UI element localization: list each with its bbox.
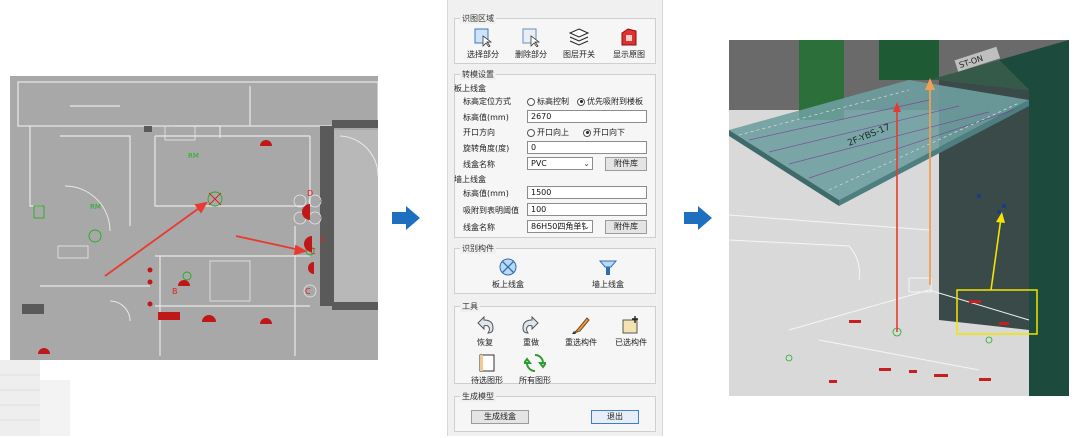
wire-box-dialog: 识图区域 选择部分 删除部分 图层开关 xyxy=(447,0,663,436)
wall-box-name-select[interactable]: 86H50四角单钅 ⌄ xyxy=(527,220,593,233)
radio-dot xyxy=(527,97,535,106)
tool-label: 板上线盒 xyxy=(492,280,524,289)
generate-box-button[interactable]: 生成线盒 xyxy=(471,410,529,424)
elevation-mode-radio-snap[interactable]: 优先吸附到楼板 xyxy=(577,96,643,107)
selected-icon xyxy=(622,316,638,334)
group-title: 识别构件 xyxy=(460,243,496,254)
group-title: 转模设置 xyxy=(460,69,496,80)
snap-threshold-input[interactable]: 100 xyxy=(527,203,647,216)
tool-label: 重选构件 xyxy=(565,338,597,347)
reselect-icon xyxy=(572,317,590,334)
group-title: 生成模型 xyxy=(460,391,496,402)
redo-button[interactable]: 重做 xyxy=(513,315,549,348)
snap-threshold-label: 吸附到表明阈值 xyxy=(463,206,519,215)
group-title: 识图区域 xyxy=(460,13,496,24)
chevron-down-icon: ⌄ xyxy=(583,159,590,168)
cad-label: RM xyxy=(90,203,101,211)
tools-group: 工具 恢复 重做 重选构件 已选构件 xyxy=(454,301,656,386)
select-area-icon xyxy=(474,28,493,47)
box-name-label: 线盒名称 xyxy=(463,160,495,169)
delete-area-button[interactable]: 删除部分 xyxy=(511,27,551,60)
tool-label: 已选构件 xyxy=(615,338,647,347)
group-title: 工具 xyxy=(460,301,480,312)
show-original-icon xyxy=(621,28,637,46)
3d-model-render: ST-ON 2F-YBS-17 xyxy=(729,40,1069,396)
model-settings-group: 转模设置 板上线盒 标高定位方式 标高控制 优先吸附到楼板 标高值(mm) 26… xyxy=(454,69,656,238)
exit-button[interactable]: 退出 xyxy=(591,410,639,424)
wall-box-button[interactable]: 墙上线盒 xyxy=(585,257,631,290)
wall-elevation-input[interactable]: 1500 xyxy=(527,186,647,199)
cad-label: RM xyxy=(188,152,199,160)
delete-area-icon xyxy=(522,28,541,47)
box-name-select[interactable]: PVC ⌄ xyxy=(527,157,593,170)
pending-shape-icon xyxy=(479,354,495,372)
wall-library-button[interactable]: 附件库 xyxy=(605,220,647,234)
radio-dot xyxy=(583,128,591,137)
rotation-input[interactable]: 0 xyxy=(527,141,647,154)
reselect-button[interactable]: 重选构件 xyxy=(559,315,603,348)
wall-box-section-label: 墙上线盒 xyxy=(454,175,486,184)
tool-label: 所有图形 xyxy=(519,376,551,385)
opening-down-radio[interactable]: 开口向下 xyxy=(583,127,625,138)
radio-label: 开口向上 xyxy=(537,128,569,137)
tool-label: 删除部分 xyxy=(515,50,547,59)
slab-box-section-label: 板上线盒 xyxy=(454,84,486,93)
recognize-components-group: 识别构件 板上线盒 墙上线盒 xyxy=(454,243,656,294)
flow-arrow-icon xyxy=(684,206,712,230)
cad-label: D xyxy=(307,189,313,198)
wall-box-name-label: 线盒名称 xyxy=(463,223,495,232)
flow-arrow-icon xyxy=(392,206,420,230)
tool-label: 待选图形 xyxy=(471,376,503,385)
opening-up-radio[interactable]: 开口向上 xyxy=(527,127,569,138)
elevation-input[interactable]: 2670 xyxy=(527,110,647,123)
select-value: 86H50四角单钅 xyxy=(531,222,590,231)
chevron-down-icon: ⌄ xyxy=(583,222,590,231)
slab-box-icon xyxy=(499,258,517,276)
slab-box-button[interactable]: 板上线盒 xyxy=(485,257,531,290)
opening-direction-label: 开口方向 xyxy=(463,128,495,137)
layers-toggle-button[interactable]: 图层开关 xyxy=(559,27,599,60)
undo-button[interactable]: 恢复 xyxy=(467,315,503,348)
wall-box-icon xyxy=(598,260,618,275)
cad-floorplan-drawing: RM RM B C C C D xyxy=(10,76,378,360)
radio-label: 标高控制 xyxy=(537,97,569,106)
select-area-button[interactable]: 选择部分 xyxy=(463,27,503,60)
tool-label: 重做 xyxy=(523,338,539,347)
elevation-mode-radio-elevation[interactable]: 标高控制 xyxy=(527,96,569,107)
cad-floorplan: RM RM B C C C D xyxy=(10,76,378,360)
3d-model-view: ST-ON 2F-YBS-17 xyxy=(729,40,1069,396)
cad-label: C xyxy=(310,247,316,256)
all-shapes-button[interactable]: 所有图形 xyxy=(515,353,555,386)
all-shapes-icon xyxy=(524,354,546,372)
layers-icon xyxy=(568,28,590,46)
cad-label: B xyxy=(172,287,178,296)
elevation-label: 标高值(mm) xyxy=(463,113,509,122)
rotation-label: 旋转角度(度) xyxy=(463,144,510,153)
elevation-mode-label: 标高定位方式 xyxy=(463,97,511,106)
tool-label: 图层开关 xyxy=(563,50,595,59)
undo-icon xyxy=(477,315,494,334)
tool-label: 恢复 xyxy=(477,338,493,347)
background-building-image xyxy=(0,350,120,436)
tool-label: 显示原图 xyxy=(613,50,645,59)
select-value: PVC xyxy=(531,159,547,168)
library-button[interactable]: 附件库 xyxy=(605,157,647,171)
selected-components-button[interactable]: 已选构件 xyxy=(609,315,653,348)
wall-elevation-label: 标高值(mm) xyxy=(463,189,509,198)
tool-label: 选择部分 xyxy=(467,50,499,59)
radio-dot xyxy=(577,97,585,106)
radio-label: 开口向下 xyxy=(593,128,625,137)
redo-icon xyxy=(522,315,539,334)
generate-model-group: 生成模型 生成线盒 退出 xyxy=(454,391,656,432)
recognition-area-group: 识图区域 选择部分 删除部分 图层开关 xyxy=(454,13,656,64)
cad-label: C xyxy=(320,235,326,244)
cad-label: C xyxy=(305,287,311,296)
radio-label: 优先吸附到楼板 xyxy=(587,97,643,106)
pending-shapes-button[interactable]: 待选图形 xyxy=(467,353,507,386)
tool-label: 墙上线盒 xyxy=(592,280,624,289)
show-original-button[interactable]: 显示原图 xyxy=(607,27,651,60)
radio-dot xyxy=(527,128,535,137)
